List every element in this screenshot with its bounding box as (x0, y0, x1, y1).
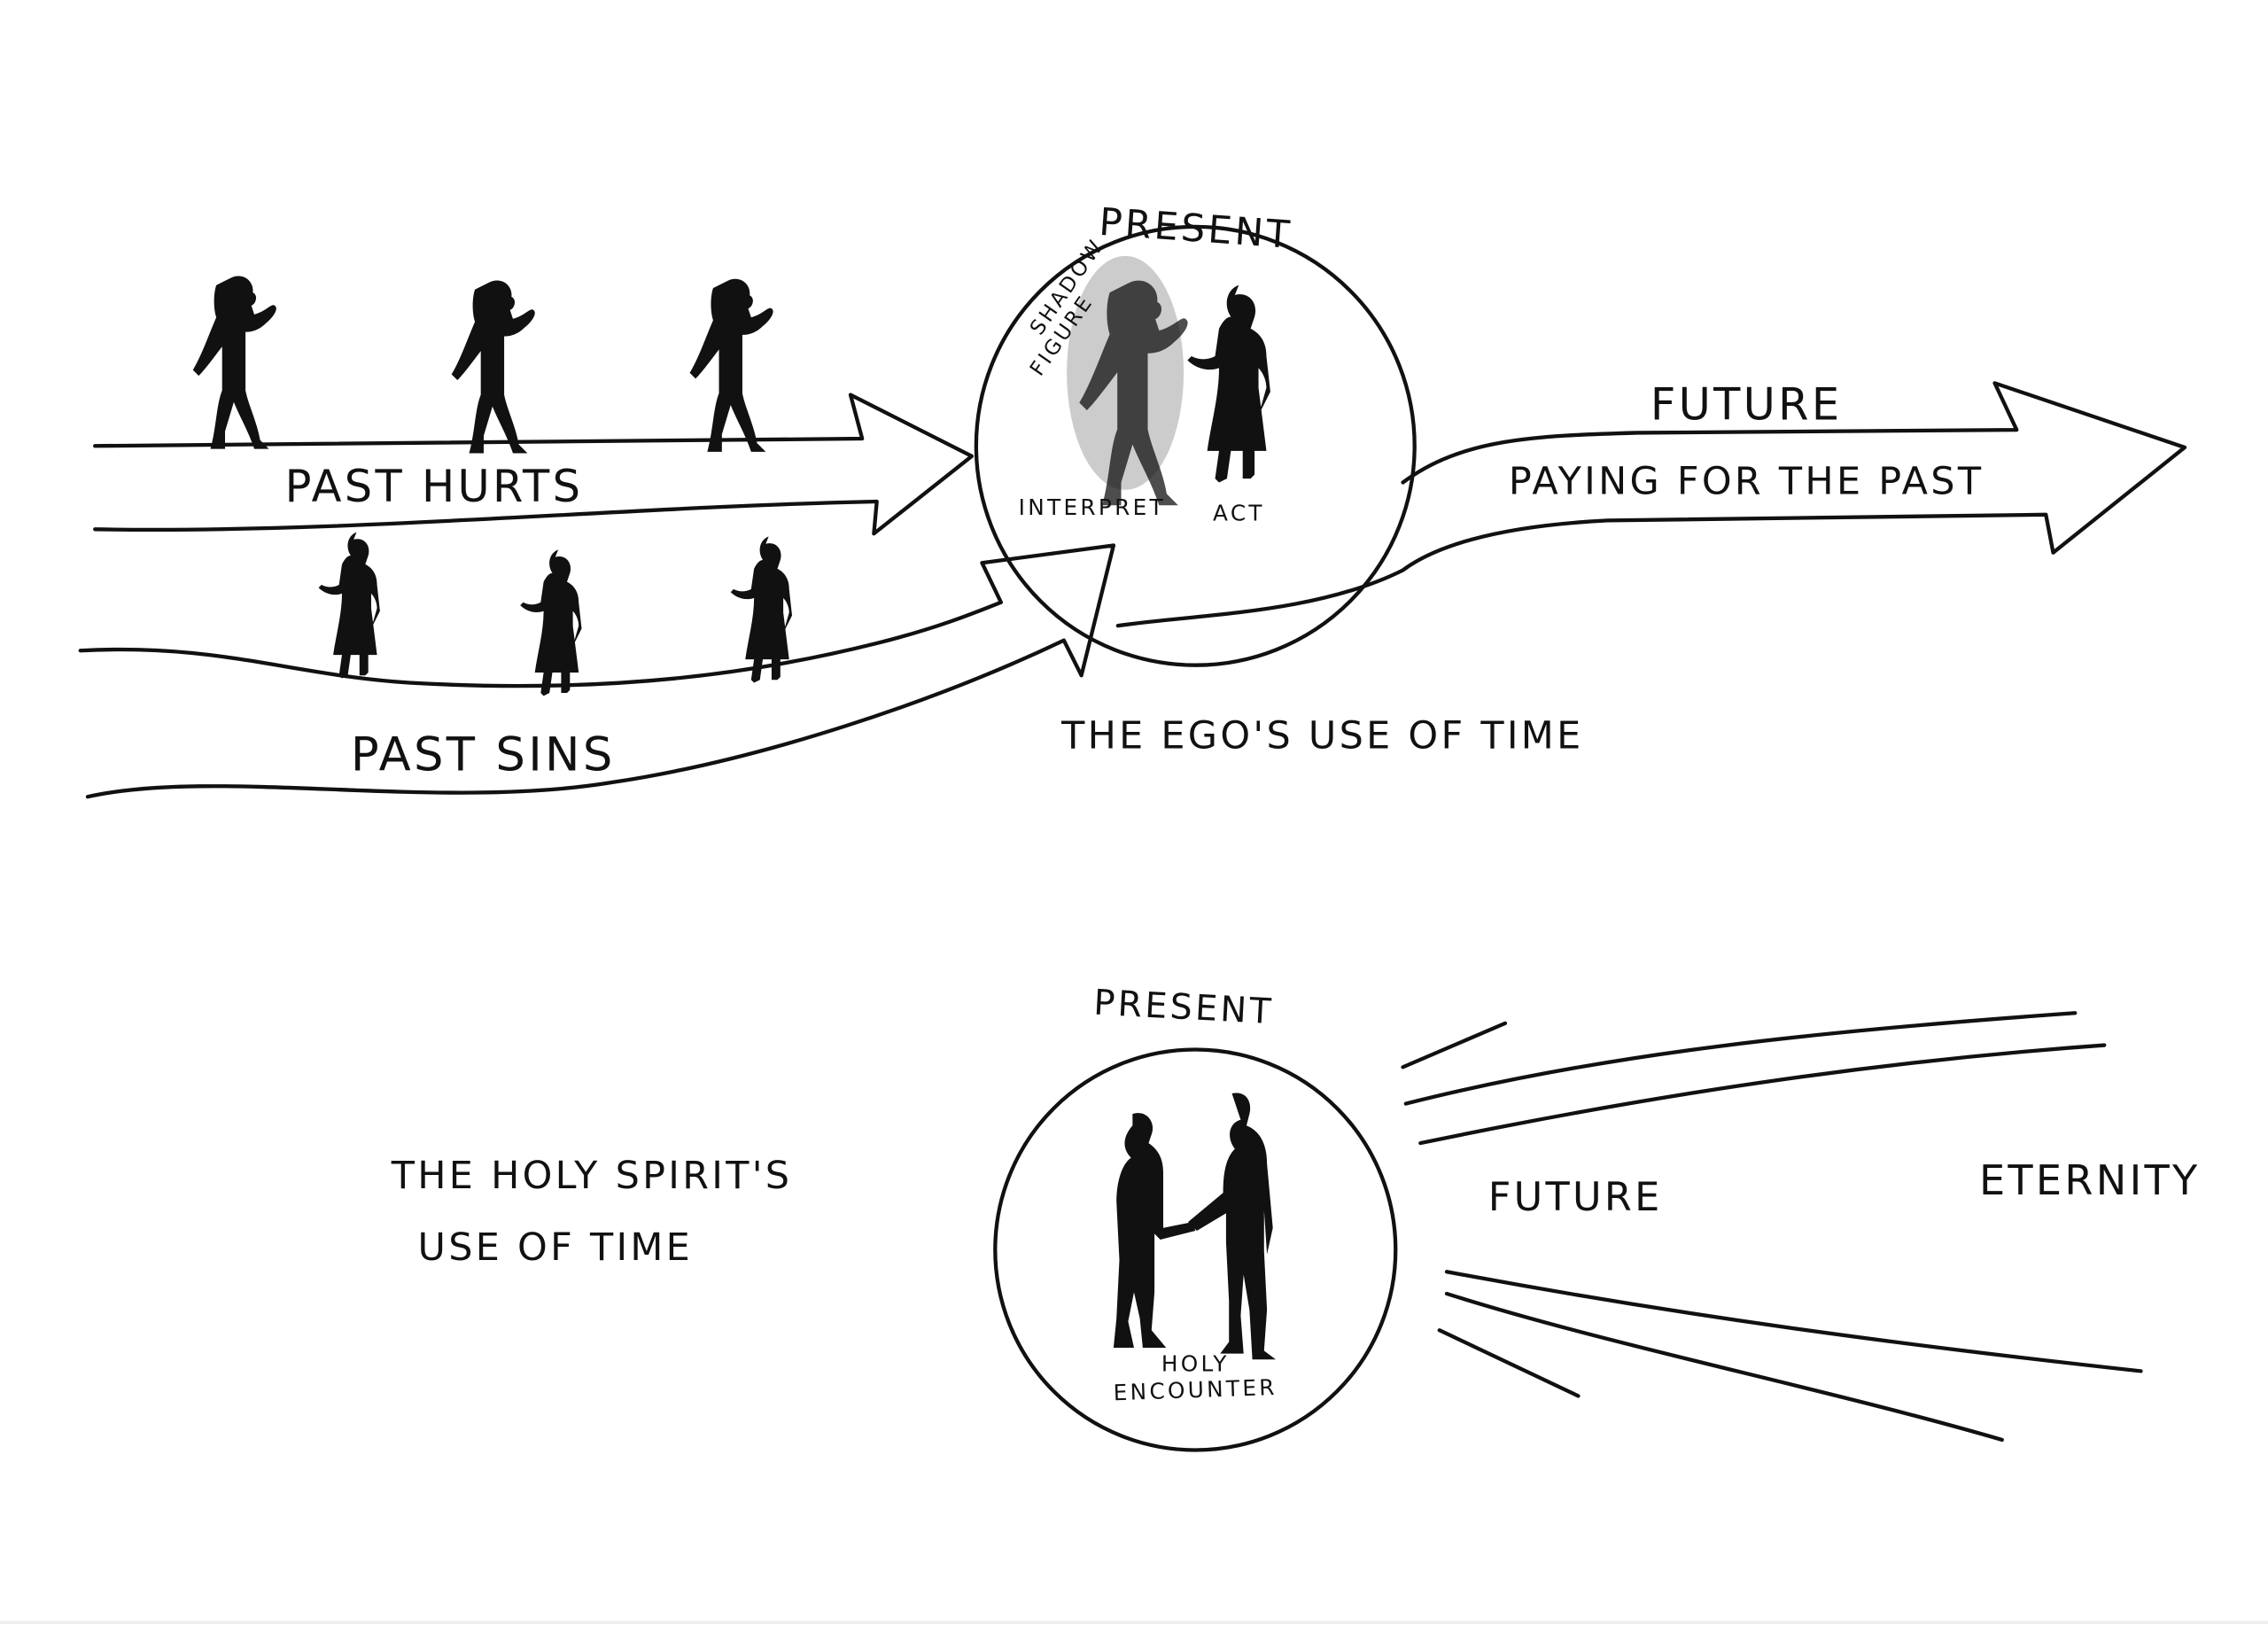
handshake-silhouettes (1113, 1093, 1276, 1360)
holy-label: HOLY (1161, 1350, 1230, 1376)
woman-silhouette-present (1187, 284, 1270, 483)
holy-spirit-title-line1: THE HOLY SPIRIT'S (391, 1154, 793, 1198)
encounter-label: ENCOUNTER (1113, 1374, 1278, 1405)
future-arrow (1115, 381, 2187, 628)
past-hurts-arrow (93, 393, 975, 536)
past-hurts-figures (192, 276, 773, 454)
interpret-label: INTERPRET (1019, 494, 1166, 520)
past-hurts-label: PAST HURTS (285, 461, 584, 512)
future-label-ego: FUTURE (1651, 379, 1843, 431)
present-circle-holy (993, 1047, 1398, 1452)
ego-title: THE EGO'S USE OF TIME (1060, 714, 1583, 758)
shadow-figure-silhouette (1067, 255, 1188, 506)
act-label: ACT (1213, 500, 1265, 525)
present-label-ego: PRESENT (1098, 200, 1293, 258)
future-label-holy: FUTURE (1488, 1174, 1663, 1220)
eternity-rays (1401, 1011, 2143, 1443)
present-label-holy: PRESENT (1092, 983, 1275, 1033)
present-circle-ego (974, 224, 1417, 667)
past-sins-arrow (78, 543, 1116, 799)
past-sins-label: PAST SINS (351, 727, 616, 782)
paying-for-the-past-label: PAYING FOR THE PAST (1509, 460, 1984, 504)
holy-spirit-title-line2: USE OF TIME (418, 1225, 694, 1270)
eternity-label: ETERNITY (1979, 1156, 2201, 1204)
